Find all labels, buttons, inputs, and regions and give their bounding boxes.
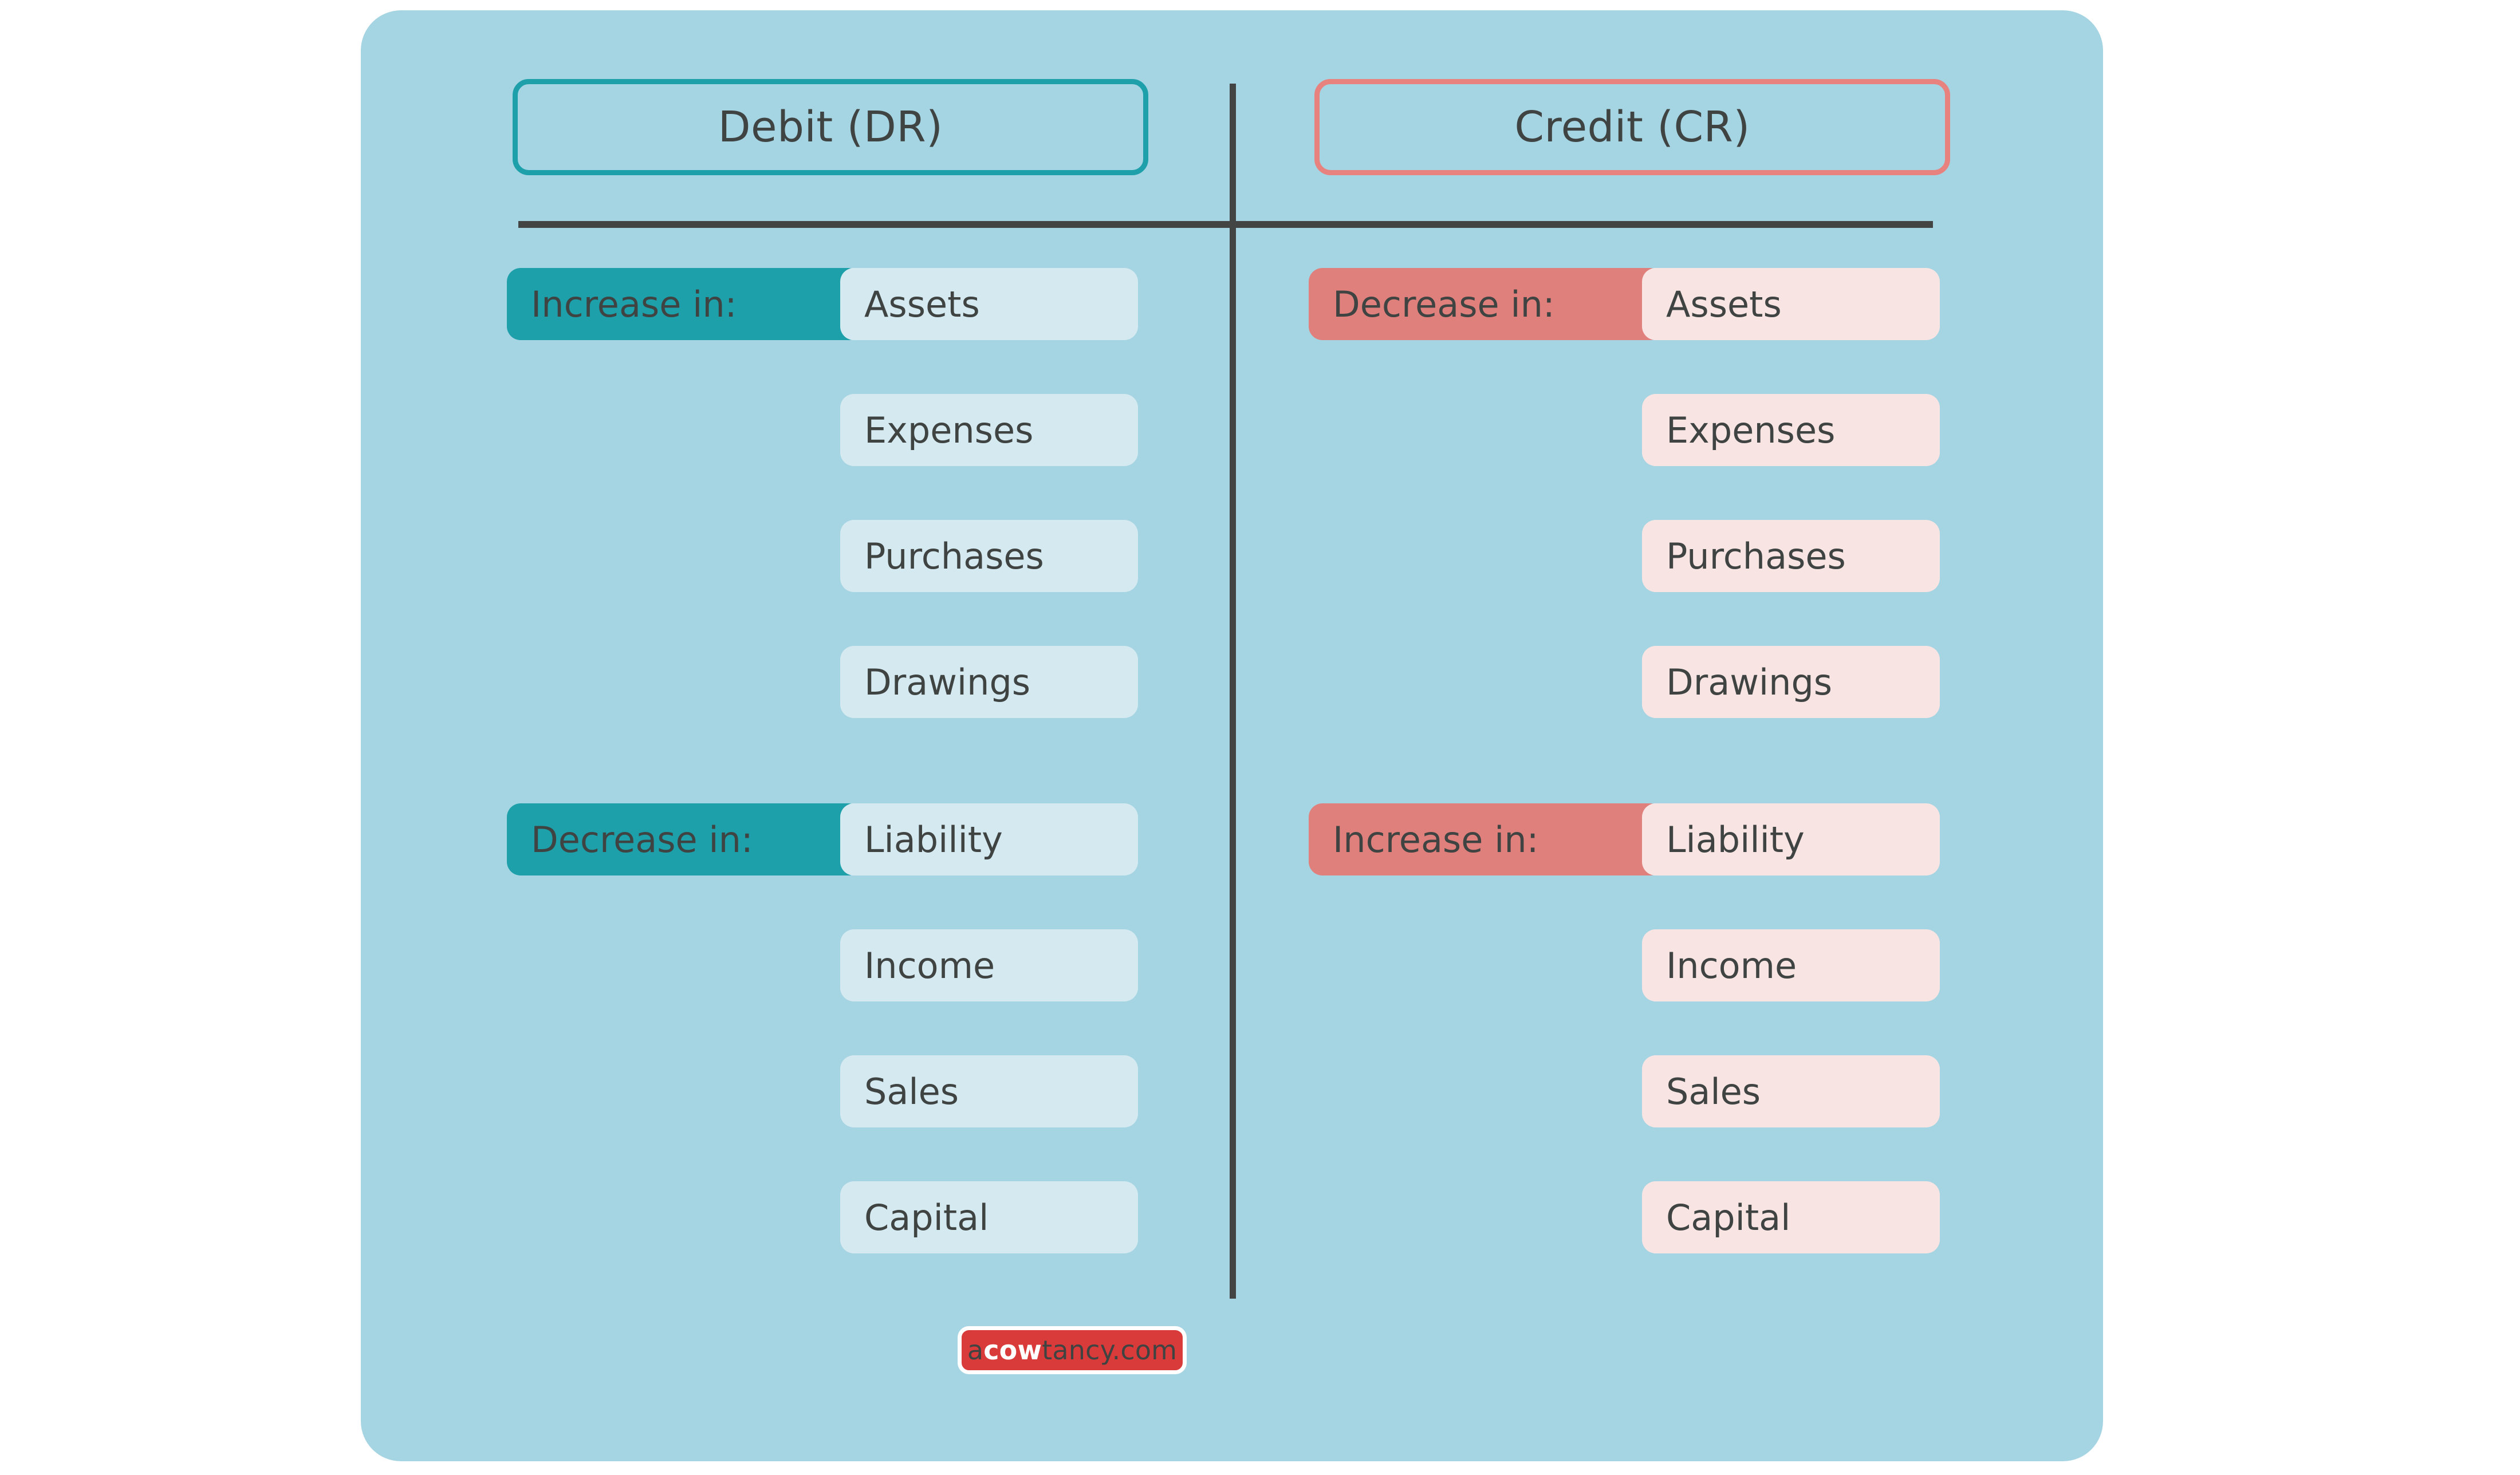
item-text: Sales <box>864 1070 959 1113</box>
item-text: Liability <box>864 818 1003 861</box>
logo-text: acowtancy.com <box>967 1335 1177 1366</box>
item-debit-purchases: Purchases <box>840 520 1138 592</box>
item-text: Purchases <box>864 535 1044 577</box>
item-text: Capital <box>1666 1196 1791 1239</box>
label-text: Increase in: <box>531 283 737 325</box>
vertical-divider <box>1230 84 1236 1299</box>
label-text: Increase in: <box>1333 818 1539 861</box>
item-debit-assets: Assets <box>840 268 1138 340</box>
label-credit-decrease: Decrease in: <box>1309 268 1664 340</box>
item-text: Income <box>864 944 995 987</box>
label-text: Decrease in: <box>531 818 753 861</box>
item-credit-purchases: Purchases <box>1642 520 1940 592</box>
credit-column: Decrease in: Assets Expenses Purchases D… <box>1309 10 2110 1461</box>
item-credit-income: Income <box>1642 929 1940 1001</box>
item-text: Purchases <box>1666 535 1846 577</box>
label-debit-increase: Increase in: <box>507 268 862 340</box>
item-text: Drawings <box>1666 661 1833 703</box>
item-debit-drawings: Drawings <box>840 646 1138 718</box>
item-credit-capital: Capital <box>1642 1181 1940 1253</box>
horizontal-divider <box>518 221 1933 228</box>
item-text: Drawings <box>864 661 1031 703</box>
item-credit-assets: Assets <box>1642 268 1940 340</box>
header-credit: Credit (CR) <box>1314 79 1950 175</box>
label-credit-increase: Increase in: <box>1309 803 1664 875</box>
item-text: Assets <box>1666 283 1782 325</box>
item-credit-drawings: Drawings <box>1642 646 1940 718</box>
label-text: Decrease in: <box>1333 283 1555 325</box>
label-debit-decrease: Decrease in: <box>507 803 862 875</box>
item-text: Capital <box>864 1196 989 1239</box>
item-credit-liability: Liability <box>1642 803 1940 875</box>
item-credit-sales: Sales <box>1642 1055 1940 1127</box>
acowtancy-logo-badge[interactable]: acowtancy.com <box>958 1326 1187 1374</box>
header-debit: Debit (DR) <box>513 79 1148 175</box>
item-debit-expenses: Expenses <box>840 394 1138 466</box>
header-debit-label: Debit (DR) <box>718 102 943 152</box>
item-text: Liability <box>1666 818 1805 861</box>
debit-column: Increase in: Assets Expenses Purchases D… <box>507 10 1309 1461</box>
item-text: Assets <box>864 283 980 325</box>
item-debit-income: Income <box>840 929 1138 1001</box>
item-debit-liability: Liability <box>840 803 1138 875</box>
item-text: Expenses <box>1666 409 1836 451</box>
item-text: Sales <box>1666 1070 1761 1113</box>
logo-highlight: cow <box>983 1335 1042 1366</box>
header-credit-label: Credit (CR) <box>1514 102 1750 152</box>
item-text: Income <box>1666 944 1797 987</box>
item-credit-expenses: Expenses <box>1642 394 1940 466</box>
item-debit-sales: Sales <box>840 1055 1138 1127</box>
item-debit-capital: Capital <box>840 1181 1138 1253</box>
logo-suffix: tancy.com <box>1042 1335 1178 1366</box>
logo-prefix: a <box>967 1335 984 1366</box>
item-text: Expenses <box>864 409 1034 451</box>
debit-credit-card: Debit (DR) Credit (CR) Increase in: Asse… <box>361 10 2103 1461</box>
